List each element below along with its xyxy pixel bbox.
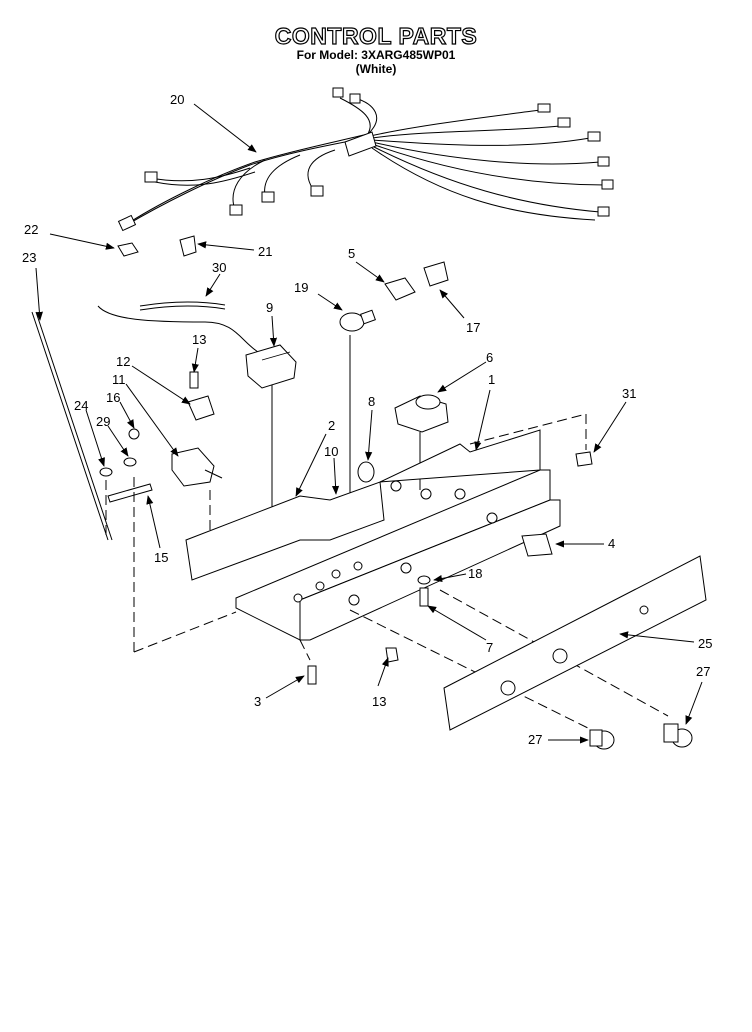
washer-part-18 <box>417 575 431 585</box>
callout-15: 15 <box>154 550 168 565</box>
control-rod <box>31 311 109 541</box>
callout-22: 22 <box>24 222 38 237</box>
callout-16: 16 <box>106 390 120 405</box>
model-line: For Model: 3XARG485WP01 <box>296 48 456 62</box>
control-panel <box>443 555 707 731</box>
callout-31: 31 <box>622 386 636 401</box>
control-part <box>171 447 223 540</box>
callout-5: 5 <box>348 246 355 261</box>
callout-17: 17 <box>466 320 480 335</box>
screw-part-7 <box>419 587 429 607</box>
callout-7: 7 <box>486 640 493 655</box>
sensor-tube <box>139 301 226 307</box>
callout-21: 21 <box>258 244 272 259</box>
callout-27-lower: 27 <box>528 732 542 747</box>
callout-18: 18 <box>468 566 482 581</box>
washer-part <box>123 457 137 467</box>
socket-cover-part <box>423 261 449 287</box>
callout-27-right: 27 <box>696 664 710 679</box>
bracket-part <box>187 395 215 421</box>
light-bulb-part <box>339 309 376 512</box>
fastener-part <box>575 451 593 467</box>
sensor-wire <box>97 305 259 353</box>
clip-part <box>117 242 139 257</box>
control-housing <box>235 429 561 641</box>
callout-4: 4 <box>608 536 615 551</box>
callout-24: 24 <box>74 398 88 413</box>
screw-part-3 <box>307 665 317 685</box>
callout-20: 20 <box>170 92 184 107</box>
callout-29: 29 <box>96 414 110 429</box>
callout-9: 9 <box>266 300 273 315</box>
callout-13-bottom: 13 <box>372 694 386 709</box>
callout-2: 2 <box>328 418 335 433</box>
callout-6: 6 <box>486 350 493 365</box>
leader-arrows <box>35 103 703 744</box>
lamp-socket-part <box>384 277 416 301</box>
screw-top <box>189 371 199 389</box>
callout-1: 1 <box>488 372 495 387</box>
callout-30: 30 <box>212 260 226 275</box>
callout-11: 11 <box>112 372 126 387</box>
mounting-bracket <box>185 481 385 581</box>
grommet-part <box>357 461 375 483</box>
callout-8: 8 <box>368 394 375 409</box>
callout-13-top: 13 <box>192 332 206 347</box>
callout-12: 12 <box>116 354 130 369</box>
shaft-washer <box>128 428 140 440</box>
callout-19: 19 <box>294 280 308 295</box>
wire-harness <box>117 87 614 232</box>
relay-part <box>245 344 297 522</box>
callout-25: 25 <box>698 636 712 651</box>
knob-part-right <box>663 723 693 748</box>
color-line: (White) <box>355 62 397 76</box>
clamp-part <box>179 235 197 257</box>
callout-23: 23 <box>22 250 36 265</box>
thermostat-part <box>394 394 449 490</box>
page-title: CONTROL PARTS <box>274 23 478 49</box>
washer-part-2 <box>99 467 113 477</box>
callout-10: 10 <box>324 444 338 459</box>
clip-part-4 <box>521 533 553 557</box>
callout-3: 3 <box>254 694 261 709</box>
diagram-header: CONTROL PARTS For Model: 3XARG485WP01 (W… <box>0 23 752 76</box>
lever-part <box>107 483 153 503</box>
knob-part-lower <box>589 729 615 750</box>
callout-labels: 20 22 21 23 30 5 19 17 9 13 12 11 16 24 … <box>22 92 712 747</box>
